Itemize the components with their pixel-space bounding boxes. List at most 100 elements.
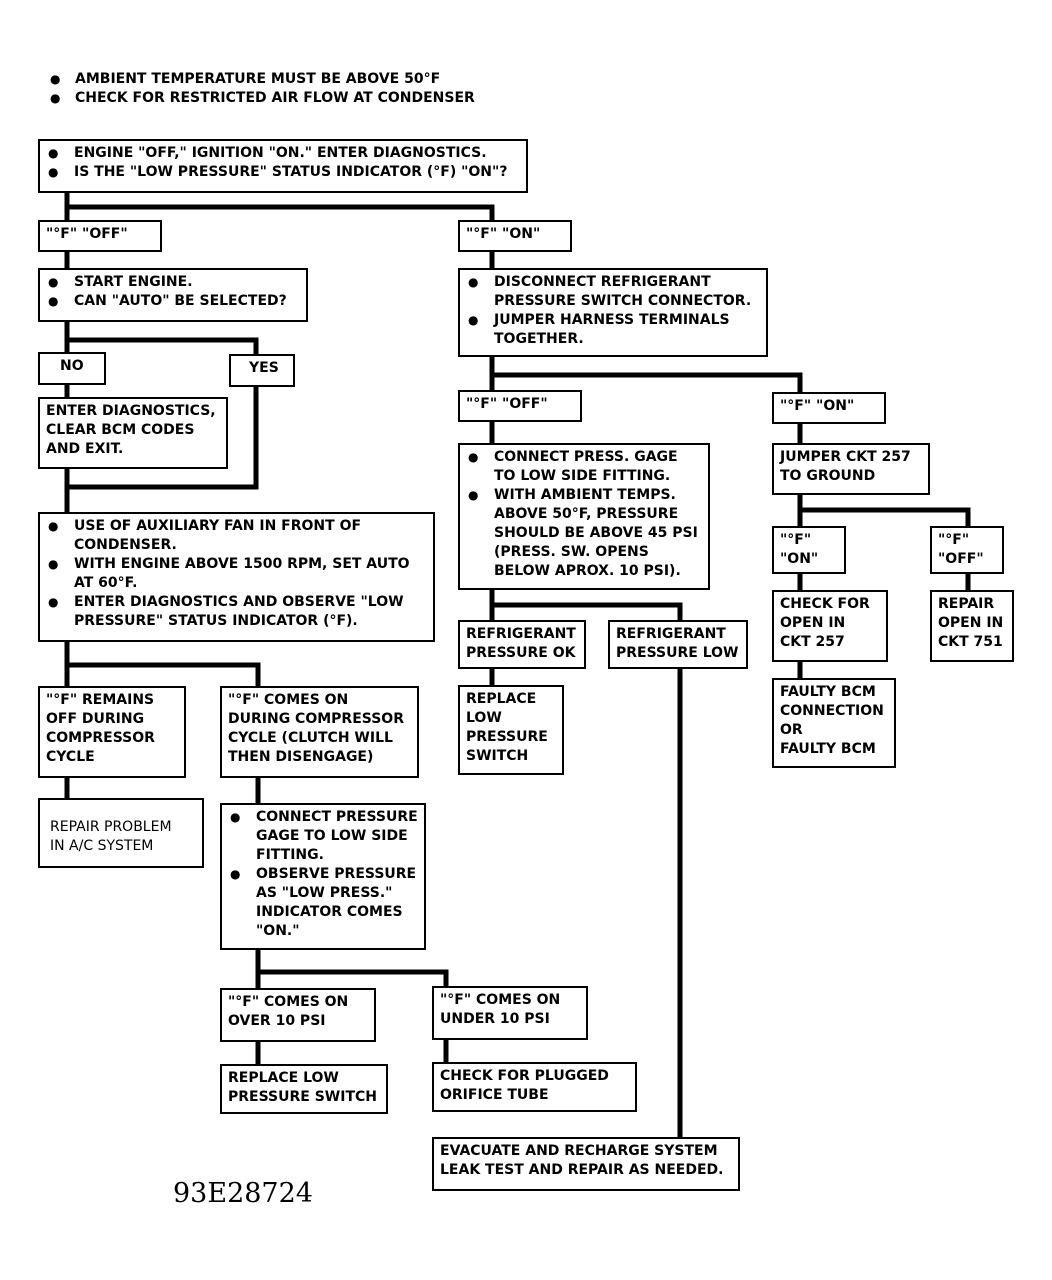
action-replace-low-pressure-switch: REPLACE LOW PRESSURE SWITCH: [220, 1064, 388, 1114]
step-text: REPLACE: [466, 691, 537, 707]
branch-yes: YES: [229, 354, 295, 387]
step-text: REPAIR PROBLEM: [50, 819, 172, 835]
step-text: FAULTY BCM: [780, 684, 876, 700]
step-text: PRESSURE SWITCH CONNECTOR.: [494, 293, 752, 309]
action-repair-problem: REPAIR PROBLEM IN A/C SYSTEM: [38, 798, 204, 868]
action-repair-open-ckt-751: REPAIR OPEN IN CKT 751: [930, 590, 1014, 662]
step-text: OPEN IN: [938, 615, 1004, 631]
step-jumper-ckt-257: JUMPER CKT 257 TO GROUND: [772, 443, 930, 495]
step-text: AS "LOW PRESS.": [256, 885, 393, 901]
step-text: PRESSURE SWITCH: [228, 1089, 378, 1105]
branch-no: NO: [38, 352, 106, 385]
action-check-orifice-tube: CHECK FOR PLUGGED ORIFICE TUBE: [432, 1062, 637, 1112]
step-text: IN A/C SYSTEM: [50, 838, 154, 854]
step-text: CONDENSER.: [74, 537, 177, 553]
step-text: SWITCH: [466, 748, 529, 764]
note-condenser-airflow: CHECK FOR RESTRICTED AIR FLOW AT CONDENS…: [50, 89, 475, 108]
step-text: "OFF": [938, 551, 984, 567]
step-text: REPAIR: [938, 596, 995, 612]
branch-f-on: "°F" "ON": [458, 220, 572, 252]
step-text: EVACUATE AND RECHARGE SYSTEM: [440, 1143, 718, 1159]
step-text: "ON": [780, 551, 819, 567]
step-start-diagnostics: ENGINE "OFF," IGNITION "ON." ENTER DIAGN…: [38, 139, 528, 193]
step-text: TOGETHER.: [494, 331, 584, 347]
branch-label: "°F" "ON": [466, 226, 541, 242]
step-disconnect-switch: DISCONNECT REFRIGERANT PRESSURE SWITCH CO…: [458, 268, 768, 357]
step-text: REFRIGERANT: [616, 626, 726, 642]
step-text: TO LOW SIDE FITTING.: [494, 468, 671, 484]
step-text: CLEAR BCM CODES: [46, 422, 195, 438]
action-check-open-ckt-257: CHECK FOR OPEN IN CKT 257: [772, 590, 888, 662]
step-text: "°F": [938, 532, 970, 548]
step-text: COMPRESSOR: [46, 730, 155, 746]
step-text: "°F" COMES ON: [228, 692, 349, 708]
step-text: FITTING.: [256, 847, 324, 863]
step-text: USE OF AUXILIARY FAN IN FRONT OF: [74, 518, 362, 534]
step-text: OVER 10 PSI: [228, 1013, 326, 1029]
step-text: DURING COMPRESSOR: [228, 711, 404, 727]
step-text: LOW: [466, 710, 502, 726]
step-text: INDICATOR COMES: [256, 904, 403, 920]
step-auxiliary-fan: USE OF AUXILIARY FAN IN FRONT OF CONDENSE…: [38, 512, 435, 642]
action-replace-pressure-switch: REPLACE LOW PRESSURE SWITCH: [458, 685, 564, 775]
step-text: CYCLE (CLUTCH WILL: [228, 730, 393, 746]
step-text: WITH AMBIENT TEMPS.: [494, 487, 676, 503]
step-text: CONNECTION: [780, 703, 884, 719]
step-text: ABOVE 50°F, PRESSURE: [494, 506, 679, 522]
step-text: ENTER DIAGNOSTICS,: [46, 403, 216, 419]
step-text: LEAK TEST AND REPAIR AS NEEDED.: [440, 1162, 724, 1178]
step-text: CONNECT PRESS. GAGE: [494, 449, 678, 465]
result-f-comes-on: "°F" COMES ON DURING COMPRESSOR CYCLE (C…: [220, 686, 419, 778]
step-text: OFF DURING: [46, 711, 145, 727]
step-text: "°F" COMES ON: [228, 994, 349, 1010]
step-text: PRESSURE OK: [466, 645, 576, 661]
step-text: OBSERVE PRESSURE: [256, 866, 417, 882]
step-text: OR: [780, 722, 803, 738]
branch-label: "°F" "OFF": [46, 226, 128, 242]
branch-label: "°F" "OFF": [466, 396, 548, 412]
step-connect-pressure-gage: CONNECT PRESSURE GAGE TO LOW SIDE FITTING.…: [220, 803, 426, 950]
step-text: OPEN IN: [780, 615, 846, 631]
step-text: GAGE TO LOW SIDE: [256, 828, 408, 844]
step-text: ENGINE "OFF," IGNITION "ON." ENTER DIAGN…: [46, 144, 520, 163]
precondition-notes: AMBIENT TEMPERATURE MUST BE ABOVE 50°F C…: [50, 70, 475, 108]
step-text: ORIFICE TUBE: [440, 1087, 549, 1103]
step-text: CHECK FOR PLUGGED: [440, 1068, 609, 1084]
step-text: AT 60°F.: [74, 575, 138, 591]
result-f-remains-off: "°F" REMAINS OFF DURING COMPRESSOR CYCLE: [38, 686, 186, 778]
step-text: JUMPER HARNESS TERMINALS: [494, 312, 730, 328]
result-over-10-psi: "°F" COMES ON OVER 10 PSI: [220, 988, 376, 1042]
step-start-engine: START ENGINE. CAN "AUTO" BE SELECTED?: [38, 268, 308, 322]
branch-label: NO: [60, 358, 84, 374]
branch-label: YES: [249, 360, 279, 376]
step-text: DISCONNECT REFRIGERANT: [494, 274, 711, 290]
result-under-10-psi: "°F" COMES ON UNDER 10 PSI: [432, 986, 588, 1040]
step-text: REPLACE LOW: [228, 1070, 339, 1086]
branch-f-off-3: "°F" "OFF": [930, 526, 1004, 574]
step-text: FAULTY BCM: [780, 741, 876, 757]
step-text: UNDER 10 PSI: [440, 1011, 550, 1027]
result-refrigerant-pressure-low: REFRIGERANT PRESSURE LOW: [608, 620, 748, 669]
note-ambient-temperature: AMBIENT TEMPERATURE MUST BE ABOVE 50°F: [50, 70, 475, 89]
step-text: "°F": [780, 532, 812, 548]
step-text: CYCLE: [46, 749, 95, 765]
result-faulty-bcm: FAULTY BCM CONNECTION OR FAULTY BCM: [772, 678, 896, 768]
step-text: CONNECT PRESSURE: [256, 809, 418, 825]
branch-f-on-3: "°F" "ON": [772, 526, 846, 574]
step-text: CKT 751: [938, 634, 1003, 650]
step-text: CAN "AUTO" BE SELECTED?: [46, 292, 300, 311]
step-text: PRESSURE LOW: [616, 645, 739, 661]
step-text: TO GROUND: [780, 468, 876, 484]
step-text: JUMPER CKT 257: [780, 449, 911, 465]
step-text: CHECK FOR: [780, 596, 870, 612]
step-text: "ON.": [256, 923, 300, 939]
step-text: THEN DISENGAGE): [228, 749, 374, 765]
step-text: IS THE "LOW PRESSURE" STATUS INDICATOR (…: [46, 163, 520, 182]
step-text: START ENGINE.: [46, 273, 300, 292]
branch-f-off-2: "°F" "OFF": [458, 390, 582, 422]
action-evacuate-recharge: EVACUATE AND RECHARGE SYSTEM LEAK TEST A…: [432, 1137, 740, 1191]
step-text: PRESSURE: [466, 729, 548, 745]
branch-label: "°F" "ON": [780, 398, 855, 414]
step-text: "°F" COMES ON: [440, 992, 561, 1008]
